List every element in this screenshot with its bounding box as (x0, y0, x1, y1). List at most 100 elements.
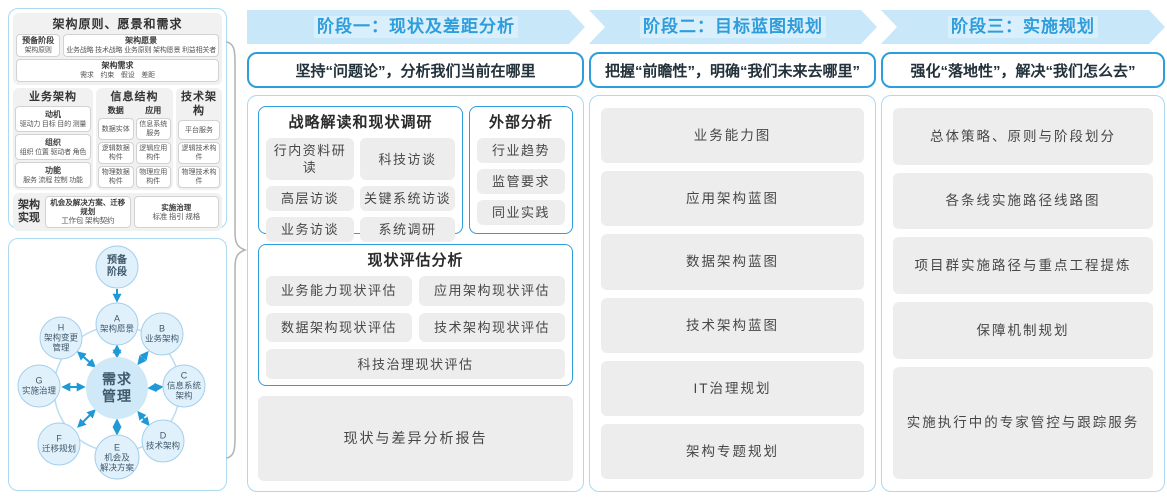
architecture-vision-sub: 业务战略 技术战略 业务原则 架构愿景 利益相关者 (66, 47, 216, 54)
strategy-item: 关键系统访谈 (360, 186, 456, 211)
opportunity-migration-title: 机会及解决方案、迁移规划 (50, 198, 126, 216)
info-system-service-box: 信息系统服务 (135, 118, 171, 140)
motivation-sub: 驱动力 目标 目的 测量 (19, 120, 87, 128)
phase2-item: 业务能力图 (601, 108, 864, 164)
architecture-vision-title: 架构愿景 (125, 36, 158, 45)
architecture-vision-box: 架构愿景 业务战略 技术战略 业务原则 架构愿景 利益相关者 (63, 34, 219, 57)
architecture-requirements-title: 架构需求 (101, 61, 134, 70)
phase3-item: 各条线实施路径线路图 (893, 172, 1153, 230)
function-box: 功能 服务 流程 控制 功能 (15, 162, 91, 188)
adm-cycle-panel: 预备 阶段 A 架构愿景 B 业务架构 C 信息系统 架构 D 技术架构 E 机… (8, 238, 227, 491)
architecture-realization-title: 架构实现 (18, 199, 40, 224)
architecture-requirements-sub: 需求 约束 假设 差距 (80, 72, 155, 79)
adm-node-c-circle (162, 364, 206, 408)
phase2-subtitle: 把握“前瞻性”，明确“我们未来去哪里” (589, 52, 876, 88)
architecture-framework-panel: 架构原则、愿景和需求 预备阶段 架构原则 架构愿景 业务战略 技术战略 业务原则… (8, 8, 227, 231)
external-item: 监管要求 (477, 169, 565, 194)
phase3-subtitle: 强化“落地性”，解决“我们怎么去” (881, 52, 1165, 88)
platform-service-box: 平台服务 (178, 120, 220, 140)
assessment-analysis-title: 现状评估分析 (367, 252, 464, 269)
business-architecture-title: 业务架构 (29, 91, 77, 103)
architecture-domains-section: 业务架构 动机 驱动力 目标 目的 测量 组织 组织 位置 驱动者 角色 功能 … (13, 88, 222, 190)
strategy-research-title: 战略解读和现状调研 (288, 114, 433, 131)
organization-sub: 组织 位置 驱动者 角色 (19, 148, 87, 156)
technology-architecture-title: 技术架构 (181, 91, 217, 117)
assessment-analysis-box: 现状评估分析 业务能力现状评估 应用架构现状评估 数据架构现状评估 技术架构现状… (258, 244, 573, 386)
phase3-item: 总体策略、原则与阶段划分 (893, 108, 1153, 165)
adm-node-circles (17, 245, 206, 480)
opportunity-migration-sub: 工作包 架构契约 (61, 216, 115, 225)
assessment-item: 应用架构现状评估 (419, 276, 565, 306)
organization-title: 组织 (45, 137, 61, 147)
gap-analysis-report-box: 现状与差异分析报告 (258, 396, 573, 481)
principles-section-title: 架构原则、愿景和需求 (52, 17, 183, 31)
assessment-item: 技术架构现状评估 (419, 312, 565, 343)
implementation-governance-sub: 标准 指引 规格 (152, 211, 201, 221)
phase1-column: 战略解读和现状调研 行内资料研读 科技访谈 高层访谈 关键系统访谈 业务访谈 系… (247, 95, 584, 492)
application-label: 应用 (145, 106, 162, 115)
external-analysis-box: 外部分析 行业趋势 监管要求 同业实践 (469, 106, 573, 234)
assessment-item: 业务能力现状评估 (266, 276, 412, 306)
information-structure-title: 信息结构 (110, 91, 159, 103)
implementation-governance-title: 实施治理 (161, 202, 192, 212)
phase3-banner: 阶段三：实施规划 (881, 10, 1165, 44)
application-subcolumn: 应用 信息系统服务 逻辑应用构件 物理应用构件 (135, 106, 171, 188)
phase2-banner: 阶段二：目标蓝图规划 (589, 10, 877, 44)
physical-tech-box: 物理技术构件 (178, 166, 220, 188)
principles-vision-section: 架构原则、愿景和需求 预备阶段 架构原则 架构愿景 业务战略 技术战略 业务原则… (13, 13, 222, 85)
prelim-phase-title: 预备阶段 (22, 36, 55, 45)
external-item: 同业实践 (477, 200, 565, 225)
phase1-banner: 阶段一：现状及差距分析 (247, 10, 585, 44)
function-sub: 服务 流程 控制 功能 (23, 176, 83, 184)
organization-box: 组织 组织 位置 驱动者 角色 (15, 134, 91, 160)
external-item: 行业趋势 (477, 138, 565, 163)
adm-prelim-circle (95, 245, 139, 289)
phase2-item: 数据架构蓝图 (601, 234, 864, 290)
assessment-item: 科技治理现状评估 (266, 349, 565, 379)
phase2-item: 架构专题规划 (601, 423, 864, 480)
opportunity-migration-box: 机会及解决方案、迁移规划 工作包 架构契约 (45, 196, 131, 228)
strategy-item: 行内资料研读 (266, 138, 354, 180)
implementation-governance-box: 实施治理 标准 指引 规格 (133, 196, 219, 228)
adm-node-g-circle (17, 364, 61, 408)
motivation-title: 动机 (45, 109, 61, 119)
phase3-item: 实施执行中的专家管控与跟踪服务 (893, 366, 1153, 480)
strategy-item: 业务访谈 (266, 217, 354, 242)
prelim-phase-sub: 架构原则 (24, 47, 52, 54)
adm-center-circle (86, 357, 148, 419)
architecture-requirements-box: 架构需求 需求 约束 假设 差距 (16, 59, 219, 82)
logical-tech-box: 逻辑技术构件 (178, 142, 220, 164)
phase1-banner-text: 阶段一：现状及差距分析 (314, 16, 518, 38)
strategy-item: 系统调研 (360, 217, 456, 242)
physical-data-box: 物理数据构件 (98, 166, 134, 188)
assessment-item: 数据架构现状评估 (266, 312, 412, 343)
prelim-phase-box: 预备阶段 架构原则 (16, 34, 61, 57)
strategy-research-box: 战略解读和现状调研 行内资料研读 科技访谈 高层访谈 关键系统访谈 业务访谈 系… (258, 106, 464, 242)
physical-app-box: 物理应用构件 (135, 166, 171, 188)
phase2-item: IT治理规划 (601, 360, 864, 416)
adm-node-a-circle (95, 302, 139, 346)
adm-node-f-circle (37, 422, 81, 466)
phase1-subtitle: 坚持“问题论”，分析我们当前在哪里 (247, 52, 584, 88)
phase3-banner-text: 阶段三：实施规划 (948, 16, 1098, 38)
phase2-column: 业务能力图 应用架构蓝图 数据架构蓝图 技术架构蓝图 IT治理规划 架构专题规划 (589, 95, 876, 492)
adm-arrows (61, 289, 164, 436)
logical-app-box: 逻辑应用构件 (135, 142, 171, 164)
motivation-box: 动机 驱动力 目标 目的 测量 (15, 106, 91, 132)
business-architecture-column: 业务架构 动机 驱动力 目标 目的 测量 组织 组织 位置 驱动者 角色 功能 … (13, 88, 93, 190)
external-analysis-title: 外部分析 (489, 114, 554, 131)
information-structure-column: 信息结构 数据 数据实体 逻辑数据构件 物理数据构件 应用 信息系统服务 逻辑应… (96, 88, 173, 190)
adm-node-b-circle (140, 312, 184, 356)
data-label: 数据 (107, 106, 124, 115)
adm-cycle-graphic (17, 245, 206, 480)
data-subcolumn: 数据 数据实体 逻辑数据构件 物理数据构件 (98, 106, 134, 188)
technology-architecture-column: 技术架构 平台服务 逻辑技术构件 物理技术构件 (176, 88, 222, 190)
strategy-item: 高层访谈 (266, 186, 354, 211)
adm-node-e-circle (94, 434, 140, 480)
logical-data-box: 逻辑数据构件 (98, 142, 134, 164)
phase3-column: 总体策略、原则与阶段划分 各条线实施路径线路图 项目群实施路径与重点工程提炼 保… (881, 95, 1165, 492)
function-title: 功能 (45, 165, 61, 175)
strategy-item: 科技访谈 (360, 138, 456, 180)
brace-connector (226, 41, 248, 459)
